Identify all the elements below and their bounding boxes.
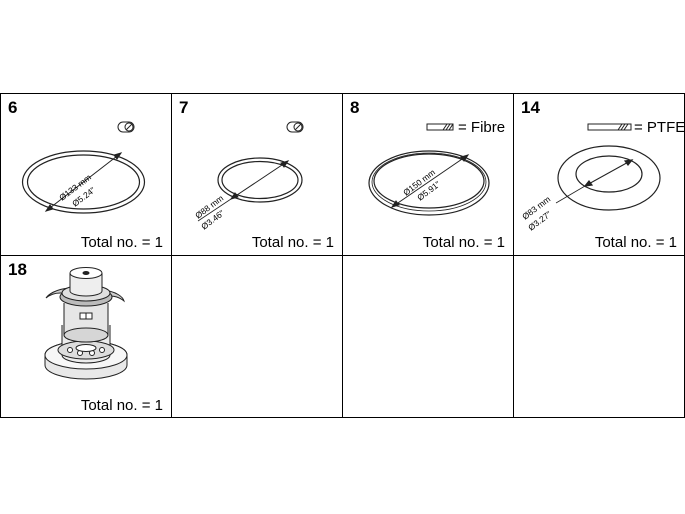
material-label: = PTFE: [634, 119, 685, 136]
spare-parts-table: Ø133 mm Ø5.24" 6 Total no. = 1 Ø88 mm Ø3…: [0, 93, 685, 418]
empty-cell: [342, 255, 513, 418]
part-number: 18: [8, 260, 27, 279]
flat-gasket-drawing: Ø83 mm Ø3.27": [520, 123, 661, 233]
part-number: 7: [179, 98, 189, 117]
o-ring-drawing: Ø88 mm Ø3.46": [193, 121, 304, 232]
o-ring-section-icon: [286, 121, 304, 133]
total-quantity: Total no. = 1: [80, 234, 163, 251]
total-quantity: Total no. = 1: [80, 397, 163, 414]
o-ring-drawing: Ø133 mm Ø5.24": [21, 121, 146, 214]
total-quantity: Total no. = 1: [422, 234, 505, 251]
flat-gasket-section-icon: [587, 123, 632, 131]
part-cell-8: Ø150 mm Ø5.91" 8 = Fibre Total no. = 1: [342, 93, 513, 255]
total-quantity: Total no. = 1: [594, 234, 677, 251]
part-number: 6: [8, 98, 18, 117]
empty-cell: [171, 255, 342, 418]
material-label: = Fibre: [458, 119, 506, 136]
total-quantity: Total no. = 1: [251, 234, 334, 251]
part-cell-6: Ø133 mm Ø5.24" 6 Total no. = 1: [0, 93, 171, 255]
valve-assembly-drawing: [44, 267, 128, 380]
part-cell-14: Ø83 mm Ø3.27" 14 = PTFE Total no. = 1: [513, 93, 685, 255]
part-number: 8: [350, 98, 360, 117]
flat-gasket-section-icon: [426, 123, 454, 131]
part-cell-7: Ø88 mm Ø3.46" 7 Total no. = 1: [171, 93, 342, 255]
flat-gasket-drawing: Ø150 mm Ø5.91": [368, 123, 490, 216]
part-cell-18: 18 Total no. = 1: [0, 255, 171, 418]
empty-cell: [513, 255, 685, 418]
part-number: 14: [521, 98, 540, 117]
o-ring-section-icon: [117, 121, 135, 133]
